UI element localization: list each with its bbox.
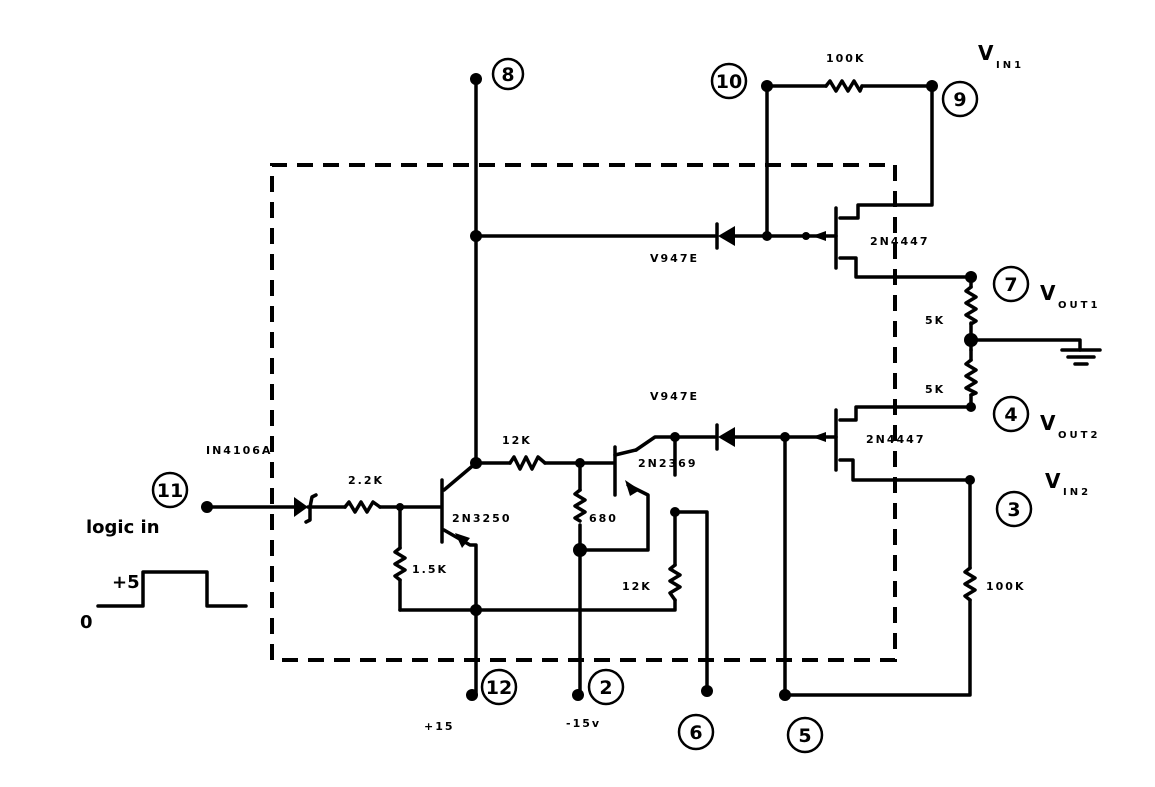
label-2-2k: 2.2K — [348, 474, 384, 487]
waveform-high-label: +5 — [112, 572, 140, 593]
resistor-1-5k — [393, 546, 407, 582]
transistor-2n3250 — [440, 478, 470, 548]
svg-text:11: 11 — [157, 480, 183, 502]
resistor-12k-mid — [508, 455, 547, 471]
svg-text:3: 3 — [1007, 499, 1020, 521]
resistor-100k-top — [824, 79, 864, 93]
resistors — [343, 79, 978, 602]
label-v947e-bottom: V947E — [650, 390, 699, 403]
svg-text:IN1: IN1 — [996, 60, 1024, 71]
svg-text:OUT2: OUT2 — [1058, 430, 1100, 441]
junction-dots — [201, 73, 978, 701]
pin-11[interactable]: 11 — [151, 471, 189, 509]
wires — [205, 77, 1082, 697]
resistor-680 — [573, 488, 587, 523]
logic-in-label: logic in — [86, 517, 160, 538]
signal-vin1: V IN1 — [978, 41, 1024, 71]
svg-text:10: 10 — [716, 71, 742, 93]
signal-vout2: V OUT2 — [1040, 411, 1100, 441]
label-5k-top: 5K — [925, 314, 945, 327]
label-12k-mid: 12K — [502, 434, 532, 447]
svg-text:8: 8 — [501, 64, 514, 86]
logic-waveform — [96, 570, 248, 608]
svg-text:9: 9 — [953, 89, 966, 111]
transistor-2n2369 — [613, 445, 640, 497]
label-680: 680 — [589, 512, 618, 525]
pin-5[interactable]: 5 — [786, 716, 824, 754]
label-v947e-top: V947E — [650, 252, 699, 265]
jfet-2n4447-top — [812, 206, 838, 270]
svg-text:4: 4 — [1004, 404, 1017, 426]
svg-text:7: 7 — [1004, 274, 1017, 296]
pin-2[interactable]: 2 — [587, 668, 625, 706]
svg-text:OUT1: OUT1 — [1058, 300, 1100, 311]
pin-4[interactable]: 4 — [992, 395, 1030, 433]
svg-text:2: 2 — [599, 677, 612, 699]
label-12k-low: 12K — [622, 580, 652, 593]
pin-7[interactable]: 7 — [992, 265, 1030, 303]
pin-10[interactable]: 10 — [710, 62, 748, 100]
jfet-2n4447-bottom — [812, 408, 838, 472]
label-1n4106a: IN4106A — [206, 444, 272, 457]
pin-6[interactable]: 6 — [677, 713, 715, 751]
svg-text:V: V — [1040, 411, 1056, 435]
label-100k-right: 100K — [986, 580, 1026, 593]
svg-text:IN2: IN2 — [1063, 487, 1091, 498]
svg-text:V: V — [1045, 469, 1061, 493]
label-2n3250: 2N3250 — [452, 512, 511, 525]
resistor-12k-low — [668, 563, 682, 602]
svg-text:12: 12 — [486, 677, 512, 699]
supply-pos-label: +15 — [424, 720, 455, 733]
signal-vout1: V OUT1 — [1040, 281, 1100, 311]
package-outline — [270, 163, 897, 662]
ground-icon — [1060, 348, 1102, 366]
label-2n4447-top: 2N4447 — [870, 235, 929, 248]
diode-v947e-top — [715, 222, 735, 250]
zener-diode-1n4106a — [294, 493, 318, 524]
svg-text:5: 5 — [798, 725, 811, 747]
resistor-2-2k — [343, 500, 382, 514]
svg-text:V: V — [1040, 281, 1056, 305]
label-1-5k: 1.5K — [412, 563, 448, 576]
resistor-5k-top — [964, 285, 978, 326]
pin-9[interactable]: 9 — [941, 80, 979, 118]
waveform-low-label: 0 — [80, 612, 93, 633]
signal-vin2: V IN2 — [1045, 469, 1091, 498]
svg-text:V: V — [978, 41, 994, 65]
label-2n4447-bottom: 2N4447 — [866, 433, 925, 446]
label-2n2369: 2N2369 — [638, 457, 697, 470]
pin-8[interactable]: 8 — [491, 57, 525, 91]
svg-text:6: 6 — [689, 722, 702, 744]
supply-neg-label: -15v — [566, 717, 601, 730]
label-100k-top: 100K — [826, 52, 866, 65]
resistor-100k-right — [963, 566, 977, 602]
pin-12[interactable]: 12 — [480, 668, 518, 706]
pin-3[interactable]: 3 — [995, 490, 1033, 528]
resistor-5k-bottom — [964, 358, 978, 397]
diodes — [294, 222, 735, 524]
label-5k-bottom: 5K — [925, 383, 945, 396]
diode-v947e-bottom — [715, 423, 735, 451]
